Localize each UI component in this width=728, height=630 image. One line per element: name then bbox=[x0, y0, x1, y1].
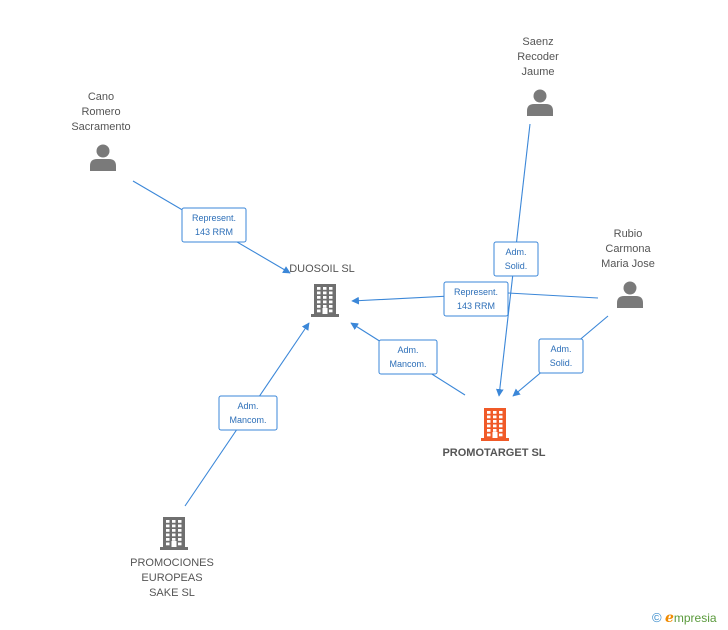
relation-tag-text: Adm. bbox=[397, 345, 418, 355]
relation-tag-text: Represent. bbox=[192, 213, 236, 223]
relation-tag-text: Adm. bbox=[237, 401, 258, 411]
building-icon bbox=[481, 408, 509, 441]
person-icon bbox=[617, 281, 643, 308]
relation-tag-box bbox=[218, 395, 278, 431]
relation-tag-text: Mancom. bbox=[389, 359, 426, 369]
relation-tag[interactable]: Adm. Mancom. bbox=[218, 395, 278, 431]
node-label: EUROPEAS bbox=[141, 572, 202, 584]
relation-tag-text: Solid. bbox=[550, 358, 573, 368]
edge-promotarget-to-duosoil: Adm. Mancom. bbox=[350, 322, 466, 396]
relation-tag-text: Adm. bbox=[550, 344, 571, 354]
node-label: Romero bbox=[81, 106, 120, 118]
edge-rubio-to-duosoil: Represent. 143 RRM bbox=[351, 281, 599, 317]
copyright-symbol: © bbox=[652, 610, 662, 625]
node-label: Saenz bbox=[522, 36, 553, 48]
relation-tag[interactable]: Adm. Solid. bbox=[538, 338, 584, 374]
node-label: Sacramento bbox=[71, 121, 130, 133]
relation-tag-text: Mancom. bbox=[229, 415, 266, 425]
building-icon bbox=[311, 284, 339, 317]
node-label: PROMOCIONES bbox=[130, 557, 214, 569]
node-label: Recoder bbox=[517, 51, 559, 63]
relation-tag-box bbox=[493, 241, 539, 277]
node-label: Jaume bbox=[521, 66, 554, 78]
person-icon bbox=[90, 144, 116, 171]
brand-initial: e bbox=[664, 610, 674, 626]
edge-promociones-to-duosoil: Adm. Mancom. bbox=[184, 322, 310, 507]
relation-tag-text: Solid. bbox=[505, 261, 528, 271]
relation-tag-box bbox=[181, 207, 247, 243]
node-label: Rubio bbox=[614, 228, 643, 240]
edge-cano-to-duosoil: Represent. 143 RRM bbox=[132, 180, 291, 274]
relation-tag[interactable]: Represent. 143 RRM bbox=[181, 207, 247, 243]
node-label: Cano bbox=[88, 91, 114, 103]
relation-tag[interactable]: Adm. Mancom. bbox=[378, 339, 438, 375]
edge-saenz-to-promotarget: Adm. Solid. bbox=[493, 123, 539, 397]
node-promociones[interactable]: PROMOCIONES EUROPEAS SAKE SL bbox=[130, 517, 214, 599]
relation-tag-text: Adm. bbox=[505, 247, 526, 257]
relation-tag-box bbox=[443, 281, 509, 317]
node-label: Maria Jose bbox=[601, 258, 655, 270]
relation-tag-text: 143 RRM bbox=[457, 301, 495, 311]
node-label: SAKE SL bbox=[149, 587, 195, 599]
relation-tag[interactable]: Adm. Solid. bbox=[493, 241, 539, 277]
relation-tag[interactable]: Represent. 143 RRM bbox=[443, 281, 509, 317]
person-icon bbox=[527, 89, 553, 116]
edges-layer: Represent. 143 RRM Represent. 143 RRM Adm. So… bbox=[132, 123, 609, 507]
brand-name: mpresia bbox=[673, 611, 717, 625]
relation-tag-box bbox=[538, 338, 584, 374]
empresia-logo: © empresia bbox=[652, 610, 717, 626]
node-label: Carmona bbox=[605, 243, 651, 255]
node-duosoil[interactable]: DUOSOIL SL bbox=[289, 263, 355, 317]
relation-tag-text: 143 RRM bbox=[195, 227, 233, 237]
edge-rubio-to-promotarget: Adm. Solid. bbox=[512, 315, 609, 397]
building-icon bbox=[160, 517, 188, 550]
relation-tag-text: Represent. bbox=[454, 287, 498, 297]
node-promotarget[interactable]: PROMOTARGET SL bbox=[442, 408, 546, 459]
node-label: DUOSOIL SL bbox=[289, 263, 355, 275]
relation-tag-box bbox=[378, 339, 438, 375]
node-label: PROMOTARGET SL bbox=[442, 447, 545, 459]
